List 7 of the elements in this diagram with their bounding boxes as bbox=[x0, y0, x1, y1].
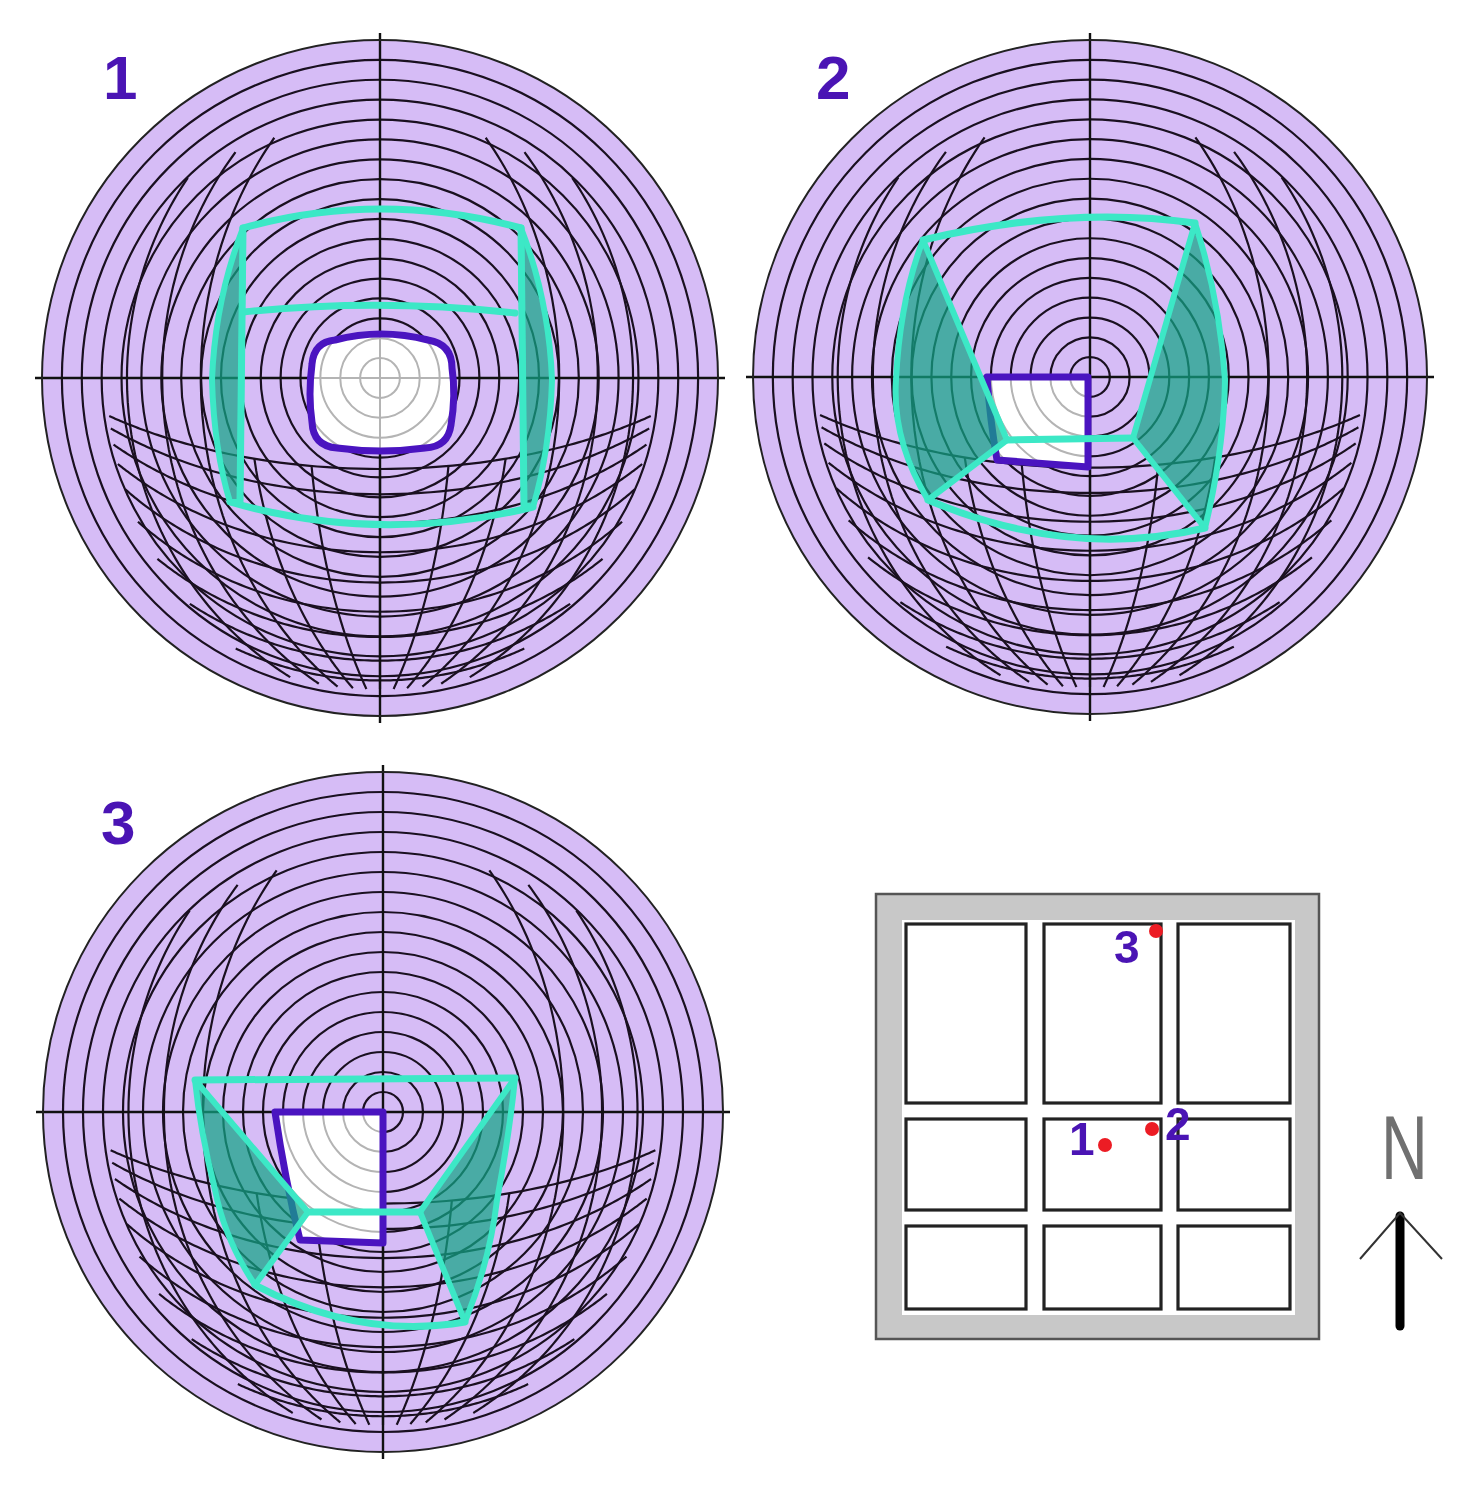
north-label: N bbox=[1381, 1103, 1428, 1193]
point-number: 3 bbox=[1114, 924, 1140, 970]
diagram-number: 3 bbox=[101, 792, 136, 854]
diagram-number: 2 bbox=[816, 47, 851, 109]
point-number: 1 bbox=[1069, 1116, 1095, 1162]
diagram-number: 1 bbox=[103, 47, 138, 109]
point-number: 2 bbox=[1165, 1101, 1191, 1147]
